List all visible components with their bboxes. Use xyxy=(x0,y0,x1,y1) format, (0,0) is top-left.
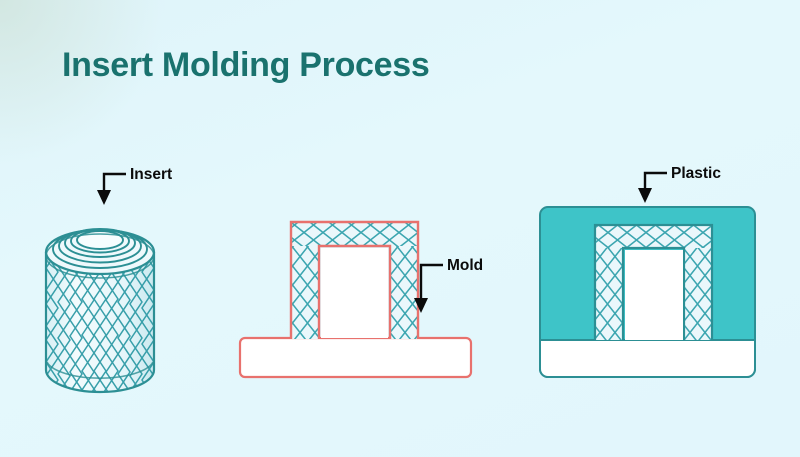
figure-knurled-insert xyxy=(44,228,156,394)
callout-arrow-plastic xyxy=(643,171,667,190)
figure-overmolded-part xyxy=(539,206,756,378)
callout-arrow-mold xyxy=(419,263,443,300)
label-insert: Insert xyxy=(130,166,173,183)
arrowhead-mold xyxy=(414,298,428,313)
figure-insert-in-mold xyxy=(238,220,473,379)
arrowhead-plastic xyxy=(638,188,652,203)
label-plastic: Plastic xyxy=(671,165,721,182)
page-title: Insert Molding Process xyxy=(62,46,430,84)
arrowhead-insert xyxy=(97,190,111,205)
callout-arrow-insert xyxy=(102,172,126,192)
label-mold: Mold xyxy=(447,257,484,274)
